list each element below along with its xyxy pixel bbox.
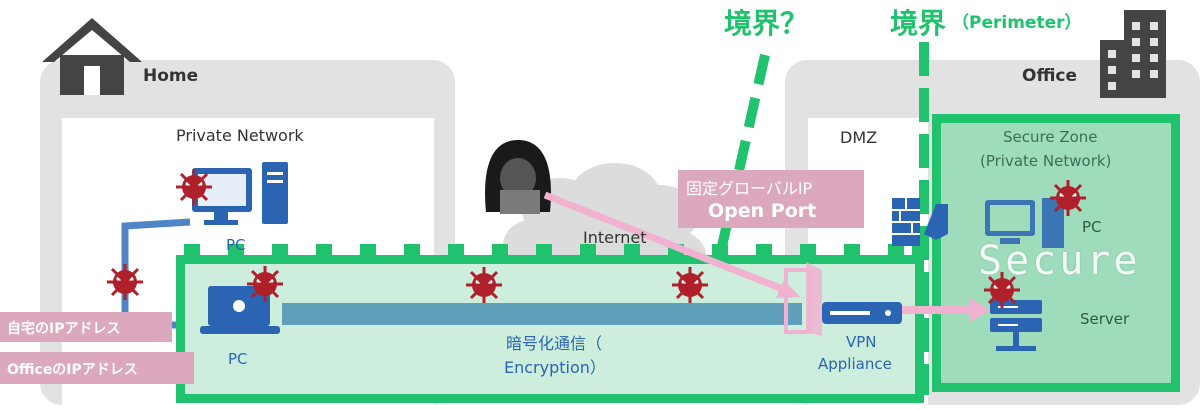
home-ip-text: 自宅のIPアドレス (7, 321, 121, 337)
open-port-tag: 固定グローバルIP Open Port (678, 170, 864, 228)
vpn-label-1: VPN (846, 333, 877, 351)
tunnel-crenellations (184, 244, 924, 258)
home-ip-tag: 自宅のIPアドレス (0, 312, 172, 342)
vpn-tunnel (176, 255, 924, 403)
dmz-label: DMZ (840, 128, 878, 147)
secure-zone (932, 114, 1180, 392)
office-pc-label: PC (1082, 218, 1102, 236)
fixed-ip-label: 固定グローバルIP (686, 179, 813, 198)
firewall-icon (892, 198, 948, 246)
hacker-icon (485, 140, 551, 214)
secure-watermark: Secure (978, 238, 1141, 284)
perimeter-sublabel: （Perimeter） (952, 13, 1082, 33)
building-icon (1100, 10, 1166, 98)
vpn-label-2: Appliance (818, 355, 892, 373)
office-ip-text: OfficeのIPアドレス (7, 362, 138, 378)
office-pc-icon (985, 198, 1064, 248)
internet-label: Internet (583, 228, 647, 247)
perimeter-question-line (715, 53, 770, 257)
perimeter-label: 境界 (890, 7, 947, 40)
open-port-door (784, 262, 822, 336)
server-icon (990, 300, 1042, 351)
desktop-pc-icon (192, 162, 288, 225)
perimeter-question-label: 境界？ (724, 7, 809, 40)
open-port-label: Open Port (708, 200, 817, 222)
house-icon (42, 18, 142, 95)
virus-icon (107, 169, 1086, 308)
home-title: Home (143, 66, 199, 86)
server-label: Server (1080, 310, 1130, 328)
encryption-label-2: Encryption） (504, 358, 606, 377)
office-title: Office (1022, 66, 1078, 86)
encrypted-pipe (282, 303, 802, 325)
home-pc-label: PC (226, 236, 246, 254)
encryption-label-1: 暗号化通信（ (506, 334, 603, 353)
secure-zone-subtitle: (Private Network) (980, 152, 1112, 170)
secure-zone-title: Secure Zone (1003, 128, 1098, 146)
office-ip-tag: OfficeのIPアドレス (0, 352, 194, 384)
vpn-appliance-icon (822, 302, 902, 324)
attack-arrows (543, 191, 990, 322)
home-network-label: Private Network (176, 126, 304, 145)
tunnel-pc-label: PC (228, 350, 248, 368)
